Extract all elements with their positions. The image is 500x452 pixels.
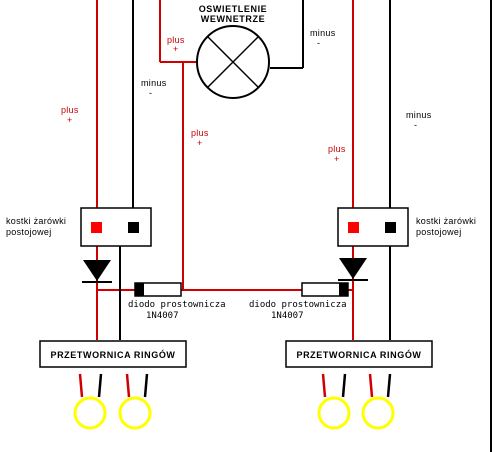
rings-left bbox=[73, 373, 152, 430]
label-minus-left: minus bbox=[141, 78, 167, 88]
label-plus-right: plus bbox=[328, 144, 346, 154]
label-plus-sign-center: + bbox=[197, 138, 203, 148]
diode-left-triangle bbox=[83, 260, 111, 281]
converter-left-label: PRZETWORNICA RINGÓW bbox=[50, 349, 175, 360]
ring-left1 bbox=[73, 396, 107, 430]
converter-right: PRZETWORNICA RINGÓW bbox=[285, 340, 433, 368]
diode-right-triangle bbox=[339, 258, 367, 279]
label-plus-left: plus bbox=[61, 105, 79, 115]
ring-left1-plus-lead bbox=[78, 373, 84, 398]
rectifier-right: diodo prostownicza 1N4007 bbox=[249, 282, 349, 321]
connector-left: kostki żarówki postojowej bbox=[6, 207, 152, 247]
ring-right1-plus-lead bbox=[321, 373, 327, 398]
connector-left-label-line1: kostki żarówki bbox=[6, 216, 66, 226]
rectifier-left: diodo prostownicza 1N4007 bbox=[128, 282, 226, 321]
ring-left2-minus-lead bbox=[143, 373, 149, 398]
rings-right bbox=[317, 373, 395, 430]
label-plus-sign-left: + bbox=[67, 115, 73, 125]
lamp-title-line1: OSWIETLENIE bbox=[199, 4, 268, 14]
connector-right-plus-pin bbox=[348, 222, 359, 233]
label-plus-center: plus bbox=[191, 128, 209, 138]
rectifier-left-label-line1: diodo prostownicza bbox=[128, 300, 226, 310]
ring-left2-plus-lead bbox=[125, 373, 131, 398]
ring-right2 bbox=[361, 396, 395, 430]
rectifier-right-band bbox=[339, 283, 348, 296]
ring-right1-minus-lead bbox=[341, 373, 347, 398]
connector-right: kostki żarówki postojowej bbox=[337, 207, 476, 247]
diode-symbol-right bbox=[338, 258, 368, 281]
label-plus-lamp: plus bbox=[167, 35, 185, 45]
connector-right-minus-pin bbox=[385, 222, 396, 233]
lamp-cross-b bbox=[207, 36, 259, 88]
connector-left-label-line2: postojowej bbox=[6, 227, 52, 237]
lamp-title-line2: WEWNETRZE bbox=[201, 14, 265, 24]
label-plus-sign-right: + bbox=[334, 154, 340, 164]
polarity-labels: plus + plus + plus + plus + minus - minu… bbox=[61, 28, 432, 164]
converter-left-box bbox=[39, 340, 187, 368]
interior-lamp: OSWIETLENIE WEWNETRZE bbox=[196, 4, 270, 99]
ring-right1 bbox=[317, 396, 351, 430]
label-minus-sign-right: - bbox=[414, 120, 417, 130]
rectifier-left-label-line2: 1N4007 bbox=[146, 311, 179, 321]
rectifier-right-label-line2: 1N4007 bbox=[271, 311, 304, 321]
connector-left-minus-pin bbox=[128, 222, 139, 233]
ring-right2-plus-lead bbox=[368, 373, 374, 398]
label-minus-lamp: minus bbox=[310, 28, 336, 38]
converter-right-label: PRZETWORNICA RINGÓW bbox=[296, 349, 421, 360]
rectifier-left-band bbox=[135, 283, 144, 296]
label-minus-sign-lamp: - bbox=[317, 38, 320, 48]
connector-left-plus-pin bbox=[91, 222, 102, 233]
rectifier-right-label-line1: diodo prostownicza bbox=[249, 300, 347, 310]
connector-right-label-line2: postojowej bbox=[416, 227, 462, 237]
diode-symbol-left bbox=[82, 260, 112, 283]
ring-left2 bbox=[118, 396, 152, 430]
label-minus-sign-left: - bbox=[149, 88, 152, 98]
converter-left: PRZETWORNICA RINGÓW bbox=[39, 340, 187, 368]
ring-right2-minus-lead bbox=[386, 373, 392, 398]
label-plus-sign-lamp: + bbox=[173, 44, 179, 54]
converter-right-box bbox=[285, 340, 433, 368]
minus-wires bbox=[119, 0, 492, 452]
label-minus-right: minus bbox=[406, 110, 432, 120]
ring-left1-minus-lead bbox=[97, 373, 103, 398]
connector-right-label-line1: kostki żarówki bbox=[416, 216, 476, 226]
